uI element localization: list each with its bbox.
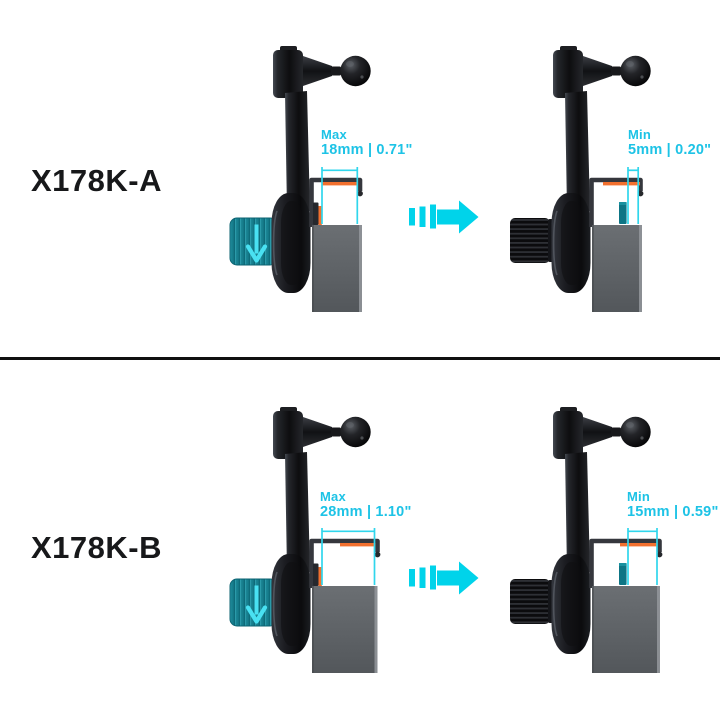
state-label: Min — [628, 127, 651, 142]
vent-mount-graphic — [229, 406, 381, 673]
clamp-pad-highlight — [603, 182, 640, 186]
mount-arm — [273, 406, 341, 572]
mount-arm — [553, 406, 621, 572]
ball-head — [340, 55, 371, 87]
vent-clip-hook — [589, 538, 663, 588]
clamp-pad-highlight — [620, 542, 658, 546]
ball-head — [620, 416, 651, 447]
vent-mount-graphic — [229, 46, 371, 312]
section-divider — [0, 357, 720, 360]
clamp-pad-highlight — [318, 566, 322, 586]
min-annotation-b: Min 15mm | 0.59" — [627, 489, 719, 520]
locking-dial — [271, 193, 311, 293]
adjustment-post — [619, 562, 627, 585]
vent-blade-block — [312, 585, 378, 673]
mount-arm — [553, 46, 621, 211]
mount-illustration-b-min — [505, 396, 695, 686]
vent-blade-block — [592, 225, 642, 312]
dimension-lines — [627, 167, 640, 224]
model-label-a: X178K-A — [31, 163, 162, 198]
transform-arrow-icon — [409, 561, 479, 594]
transform-arrow-icon — [409, 200, 479, 234]
measurement-value: 18mm | 0.71" — [321, 142, 413, 158]
vent-blade-block — [312, 225, 362, 312]
vent-mount-graphic — [510, 46, 651, 312]
model-label-b: X178K-B — [31, 529, 162, 565]
vent-mount-graphic — [510, 406, 663, 673]
mount-illustration-b-max — [225, 396, 415, 686]
state-label: Min — [627, 488, 650, 504]
measurement-value: 15mm | 0.59" — [627, 503, 719, 520]
dimension-lines — [321, 527, 376, 585]
panel-x178k-b: X178K-B Max 28mm | 1.10" Min 15mm | 0.59… — [0, 360, 720, 720]
clamp-pad-highlight — [322, 182, 357, 186]
measurement-value: 5mm | 0.20" — [628, 142, 712, 158]
knob-direction-arrow-icon — [245, 585, 268, 624]
locking-dial — [551, 553, 591, 654]
clamp-jaw — [313, 202, 322, 225]
measurement-value: 28mm | 1.10" — [320, 503, 412, 520]
dimension-lines — [627, 527, 658, 585]
clamp-pad-highlight — [318, 206, 322, 225]
state-label: Max — [320, 488, 346, 504]
adjustment-post — [619, 202, 627, 224]
vent-clip-hook — [309, 177, 363, 227]
mount-illustration-a-max — [225, 35, 415, 325]
clamp-pad-highlight — [340, 542, 376, 546]
locking-dial — [551, 193, 591, 293]
ball-head — [340, 416, 371, 447]
knob-direction-arrow-icon — [245, 224, 268, 263]
locking-dial — [271, 553, 311, 654]
adjustment-knob — [229, 217, 278, 266]
dimension-lines — [321, 167, 359, 224]
vent-clip-hook — [589, 177, 644, 227]
mount-illustration-a-min — [505, 35, 695, 325]
vent-clip-hook — [309, 538, 381, 588]
min-annotation-a: Min 5mm | 0.20" — [628, 127, 711, 158]
max-annotation-b: Max 28mm | 1.10" — [320, 489, 412, 520]
ball-head — [620, 55, 651, 87]
max-annotation-a: Max 18mm | 0.71" — [321, 127, 413, 158]
adjustment-knob — [229, 578, 278, 626]
vent-blade-block — [592, 585, 660, 673]
panel-x178k-a: X178K-A Max 18mm | 0.71" Min 5mm | 0.20" — [0, 0, 720, 356]
state-label: Max — [321, 127, 347, 142]
mount-arm — [273, 46, 341, 211]
clamp-jaw — [313, 563, 322, 586]
